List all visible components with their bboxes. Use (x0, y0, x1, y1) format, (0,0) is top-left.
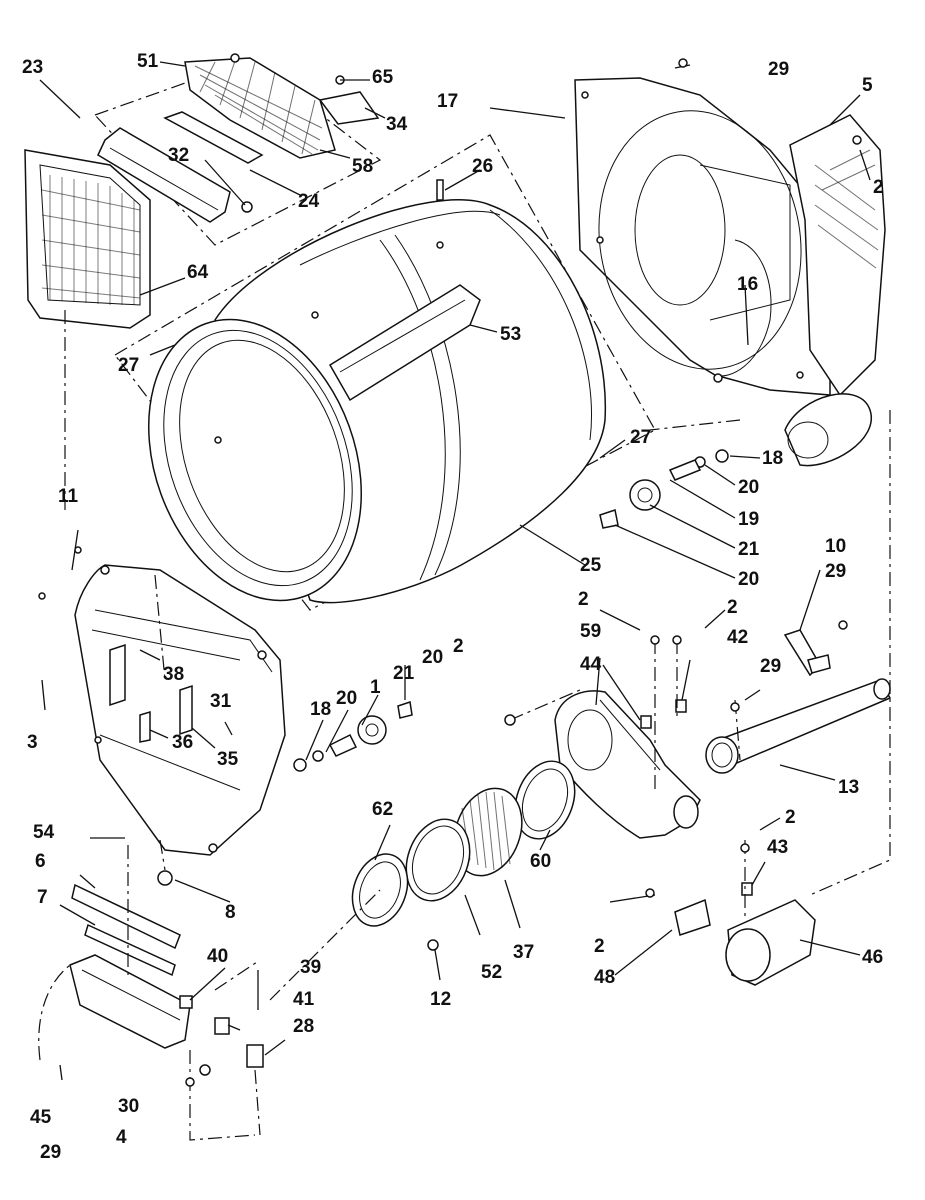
callout-10: 10 (825, 536, 847, 557)
rear-roller-parts (599, 449, 729, 529)
callout-41: 41 (293, 989, 315, 1010)
drum-baffle-part (328, 284, 481, 402)
front-bulkhead-part (74, 564, 286, 856)
callout-58: 58 (352, 156, 374, 177)
callout-65: 65 (372, 67, 394, 88)
rear-bulkhead-part (574, 77, 831, 396)
callout-54: 54 (33, 822, 55, 843)
callout-3: 3 (27, 732, 38, 753)
callout-23: 23 (22, 57, 44, 78)
callout-34: 34 (386, 114, 408, 135)
heater-housing-part (784, 114, 886, 467)
callout-12: 12 (430, 989, 452, 1010)
lint-filter-screen-part (24, 149, 151, 329)
callout-20: 20 (422, 647, 444, 668)
part-42 (675, 699, 687, 713)
callout-20: 20 (738, 477, 760, 498)
callout-29: 29 (768, 59, 790, 80)
strip-6-part (71, 883, 181, 950)
callout-2: 2 (594, 936, 605, 957)
callout-28: 28 (293, 1016, 315, 1037)
callout-52: 52 (481, 962, 503, 983)
callout-35: 35 (217, 749, 239, 770)
lint-housing-part (97, 111, 264, 223)
callout-21: 21 (738, 539, 760, 560)
callout-7: 7 (37, 887, 48, 908)
callout-62: 62 (372, 799, 394, 820)
drum-part (147, 199, 607, 604)
callout-25: 25 (580, 555, 602, 576)
exhaust-duct-part (705, 678, 892, 774)
callout-1: 1 (370, 677, 381, 698)
callout-19: 19 (738, 509, 760, 530)
callout-39: 39 (300, 957, 322, 978)
callout-17: 17 (437, 91, 459, 112)
strip-7-part (84, 923, 176, 977)
callout-13: 13 (838, 777, 860, 798)
part-40 (179, 995, 193, 1009)
callout-30: 30 (118, 1096, 140, 1117)
callout-29: 29 (825, 561, 847, 582)
callout-16: 16 (737, 274, 759, 295)
lint-grille-part (184, 57, 336, 159)
callout-2: 2 (727, 597, 738, 618)
callout-2: 2 (873, 177, 884, 198)
callout-48: 48 (594, 967, 616, 988)
callout-53: 53 (500, 324, 522, 345)
callout-40: 40 (207, 946, 229, 967)
blower-housing-part (554, 690, 701, 839)
callout-38: 38 (163, 664, 185, 685)
callout-5: 5 (862, 75, 873, 96)
callout-43: 43 (767, 837, 789, 858)
part-41 (214, 1017, 230, 1035)
callout-8: 8 (225, 902, 236, 923)
callout-20: 20 (336, 688, 358, 709)
callout-6: 6 (35, 851, 46, 872)
callout-44: 44 (580, 654, 602, 675)
callout-11: 11 (58, 486, 79, 507)
callout-27: 27 (118, 355, 140, 376)
bracket-48-part (674, 898, 711, 936)
callout-24: 24 (298, 191, 320, 212)
callout-18: 18 (310, 699, 332, 720)
callout-21: 21 (393, 663, 415, 684)
motor-part (725, 899, 816, 986)
callout-29: 29 (40, 1142, 62, 1163)
callout-29: 29 (760, 656, 782, 677)
callout-26: 26 (472, 156, 494, 177)
callout-32: 32 (168, 145, 190, 166)
callout-20: 20 (738, 569, 760, 590)
front-roller-parts (293, 701, 413, 772)
part-28 (246, 1044, 264, 1068)
drum-dashed-box (114, 134, 656, 611)
callout-18: 18 (762, 448, 784, 469)
callout-31: 31 (210, 691, 232, 712)
callout-64: 64 (187, 262, 209, 283)
callout-60: 60 (530, 851, 552, 872)
callout-46: 46 (862, 947, 884, 968)
part-59 (640, 715, 652, 729)
callout-4: 4 (116, 1127, 127, 1148)
callout-2: 2 (785, 807, 796, 828)
callout-45: 45 (30, 1107, 52, 1128)
callout-2: 2 (578, 589, 589, 610)
callout-2: 2 (453, 636, 464, 657)
callout-51: 51 (137, 51, 159, 72)
callout-27: 27 (630, 427, 652, 448)
callout-37: 37 (513, 942, 535, 963)
callout-42: 42 (727, 627, 749, 648)
callout-36: 36 (172, 732, 194, 753)
part-43 (741, 882, 753, 896)
clip-34-part (318, 91, 380, 125)
callout-59: 59 (580, 621, 602, 642)
front-panel-bracket-part (69, 954, 191, 1049)
fastener-parts (38, 53, 862, 1087)
blower-seal-part (514, 760, 576, 840)
